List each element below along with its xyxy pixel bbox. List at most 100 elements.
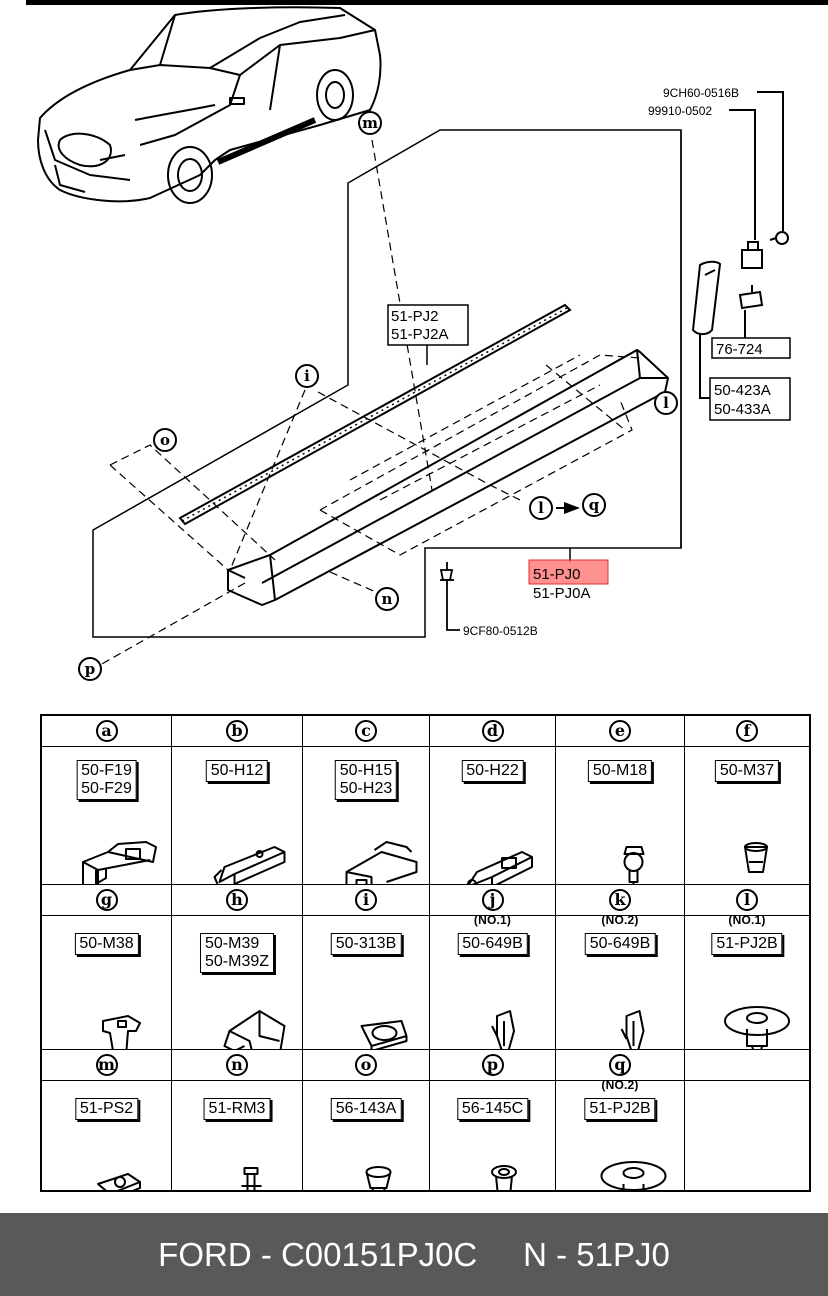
- part-cell: 56-145C: [430, 1081, 556, 1190]
- car-illustration: [37, 6, 382, 204]
- part-number: 51-PJ2B: [589, 1100, 651, 1117]
- part-number: 51-PJ2B: [716, 935, 778, 952]
- part-number-box: 56-143A: [330, 1098, 402, 1120]
- part-illustration: [491, 1165, 517, 1190]
- parts-header-cell: d: [430, 716, 556, 747]
- part-letter-badge: p: [481, 1054, 504, 1076]
- part-number-box: 50-M37: [714, 760, 780, 782]
- part-number: 50-H23: [339, 780, 393, 797]
- part-number-box: 50-H12: [205, 760, 269, 782]
- part-letter-badge: b: [226, 720, 248, 742]
- part-number-box: 50-M38: [74, 933, 139, 955]
- part-letter-badge: m: [95, 1054, 118, 1076]
- callout-m: m: [358, 111, 382, 135]
- part-number: 56-145C: [461, 1100, 524, 1117]
- part-number-box: 50-H22: [461, 760, 524, 782]
- part-letter-badge: c: [355, 720, 377, 742]
- svg-text:o: o: [160, 431, 170, 449]
- parts-header-cell: e: [556, 716, 685, 747]
- svg-text:m: m: [362, 114, 378, 132]
- part-illustration: [620, 1010, 644, 1049]
- part-letter-badge: f: [736, 720, 758, 742]
- part-illustration: [213, 846, 285, 884]
- parts-header-cell: b: [172, 716, 303, 747]
- part-letter-badge: i: [355, 889, 377, 911]
- part-cell: 51-PS2: [42, 1081, 172, 1190]
- part-illustration: [744, 842, 768, 873]
- parts-header-cell: k: [556, 885, 685, 916]
- part-number-box: 51-PJ2B: [711, 933, 783, 955]
- label-99910: 99910-0502: [648, 104, 712, 118]
- side-sill-garnish: [227, 349, 669, 606]
- part-illustration: [345, 841, 417, 884]
- callout-l-center: l: [529, 496, 553, 520]
- parts-header-cell: o: [303, 1050, 430, 1081]
- parts-header-cell: q: [556, 1050, 685, 1081]
- label-9ch60: 9CH60-0516B: [663, 86, 739, 100]
- part-illustration: [724, 1006, 790, 1049]
- parts-header-cell: l: [685, 885, 809, 916]
- part-number-box: 50-649B: [457, 933, 528, 955]
- svg-text:76-724: 76-724: [716, 341, 763, 358]
- part-number-box: 51-PS2: [74, 1098, 139, 1120]
- part-number: 50-M18: [592, 762, 648, 779]
- part-number-box: 50-M18: [587, 760, 653, 782]
- callout-o: o: [153, 428, 177, 452]
- part-note: (NO.1): [473, 916, 512, 927]
- parts-header-cell: n: [172, 1050, 303, 1081]
- part-illustration: [102, 1015, 141, 1049]
- part-cell: 50-H12: [172, 747, 303, 885]
- part-illustration: [223, 1010, 285, 1049]
- part-number: 50-F19: [81, 762, 132, 779]
- svg-text:l: l: [538, 499, 544, 517]
- part-number: 50-M37: [719, 762, 775, 779]
- svg-text:50-423A: 50-423A: [714, 382, 771, 399]
- parts-header-cell: f: [685, 716, 809, 747]
- part-number: 51-RM3: [208, 1100, 266, 1117]
- part-note: (NO.2): [601, 916, 639, 927]
- callout-i: i: [295, 364, 319, 388]
- right-clip-assembly: [691, 91, 789, 399]
- label-50423a-box: 50-423A 50-433A: [709, 377, 791, 421]
- part-letter-badge: o: [355, 1054, 377, 1076]
- footer-text: FORD - C00151PJ0C N - 51PJ0: [158, 1235, 670, 1273]
- part-number: 50-F29: [81, 780, 132, 797]
- svg-text:l: l: [663, 394, 669, 412]
- part-cell: 50-M18: [556, 747, 685, 885]
- molding-strip: [178, 303, 572, 526]
- part-cell: (NO.2)50-649B: [556, 916, 685, 1050]
- part-cell: (NO.2)51-PJ2B: [556, 1081, 685, 1190]
- part-letter-badge: a: [95, 720, 118, 742]
- screw-9cf80: [439, 562, 460, 631]
- part-number: 50-313B: [335, 935, 397, 952]
- part-number-box: 56-145C: [456, 1098, 529, 1120]
- part-number-box: 51-RM3: [203, 1098, 271, 1120]
- dashed-outlines: [99, 139, 641, 666]
- part-letter-badge: e: [609, 720, 631, 742]
- part-letter-badge: j: [481, 889, 504, 911]
- part-cell: (NO.1) 51-PJ2B: [685, 916, 809, 1050]
- part-cell: 56-143A: [303, 1081, 430, 1190]
- part-illustration: [623, 846, 644, 884]
- part-number: 56-143A: [335, 1100, 397, 1117]
- label-51pj2-box: 51-PJ2 51-PJ2A: [387, 304, 469, 346]
- part-note: (NO.1): [728, 916, 766, 927]
- svg-text:i: i: [304, 367, 310, 385]
- svg-text:51-PJ2: 51-PJ2: [391, 308, 439, 325]
- part-number-box: 51-PJ2B: [584, 1098, 656, 1120]
- parts-header-cell: j: [430, 885, 556, 916]
- part-number-box: 50-313B: [330, 933, 402, 955]
- callout-q: q: [582, 493, 606, 517]
- svg-text:n: n: [382, 590, 393, 608]
- part-number: 50-649B: [462, 935, 523, 952]
- part-letter-badge: g: [95, 889, 118, 911]
- part-cell: (NO.1) 50-649B: [430, 916, 556, 1050]
- part-letter-badge: q: [609, 1054, 631, 1076]
- svg-text:51-PJ2A: 51-PJ2A: [391, 326, 449, 343]
- callout-p: p: [78, 657, 102, 681]
